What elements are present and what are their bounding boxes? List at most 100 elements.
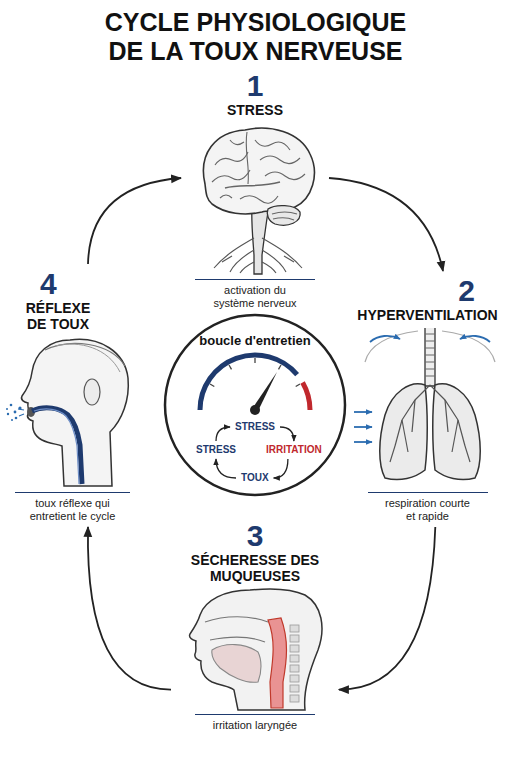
brain-illustration-part-part [230,250,254,272]
throat-illustration-part [212,645,261,683]
gauge-part-part [229,365,232,369]
step-heading: SÉCHERESSE DES MUQUEUSES [185,552,325,584]
brain-illustration-part [214,238,302,273]
lungs-illustration-part [390,385,470,462]
head-illustration-part [84,379,100,405]
head-illustration-part [45,343,125,366]
step-caption: irritation laryngée [195,714,315,732]
lungs-illustration-part-part [402,420,408,452]
lungs-illustration-part-part [354,411,372,413]
lungs-illustration-part [380,384,428,480]
step-caption: activation du système nerveux [195,279,315,310]
brain-illustration-part-part [240,262,254,273]
lungs-illustration-part-part [354,441,372,443]
head-illustration-part-part [14,411,17,414]
lungs-illustration [354,328,495,480]
lungs-illustration-part-part [425,348,435,349]
loop-term: STRESS [233,421,277,433]
brain-illustration-part-part [230,140,244,145]
step-number: 1 [185,70,325,102]
loop-arrow [280,427,294,441]
lungs-illustration-part-part [402,385,430,420]
brain-illustration-part-part [246,132,248,184]
throat-illustration-part-part [210,637,265,642]
lungs-illustration-part-part [458,420,465,446]
brain-illustration-part-part [262,250,286,272]
lungs-illustration-part [433,384,481,480]
throat-illustration [190,589,322,710]
loop-term-text: TOUX [241,472,269,484]
brain-illustration-part-part [260,156,300,164]
step-number: 4 [10,268,140,300]
head-illustration-part [34,409,79,484]
lungs-illustration-part-part [354,426,372,428]
gauge-part-part [254,358,255,363]
lungs-illustration-part-part [465,446,470,462]
throat-illustration-part-part [290,645,299,652]
throat-illustration-part-part [290,695,299,702]
loop-term-text: IRRITATION [266,444,322,456]
loop-arrow [216,459,236,478]
throat-illustration-part-part [290,675,299,682]
lungs-illustration-part [425,334,435,376]
throat-illustration-part-part [290,665,299,672]
diagram-title: CYCLE PHYSIOLOGIQUE DE LA TOUX NERVEUSE [90,8,421,66]
throat-illustration-part-part [205,617,268,622]
step-caption: toux réflexe qui entretient le cycle [15,492,130,523]
lungs-illustration-part-part [442,331,495,362]
step-heading: HYPERVENTILATION [350,307,505,323]
lungs-illustration-part-part [365,331,418,362]
lungs-illustration-part-part [425,369,435,370]
lungs-illustration-part [425,328,435,386]
lungs-illustration-part-part [425,334,435,335]
step-heading: STRESS [185,102,325,118]
loop-term: TOUX [239,472,271,484]
brain-illustration-part-part [240,196,278,203]
lungs-illustration-part-part [425,362,435,363]
cycle-arrow [339,527,435,690]
throat-illustration-part-part [290,655,299,662]
throat-illustration-part [268,618,287,708]
lungs-illustration-part-part [412,400,415,432]
head-illustration-part-part [15,417,18,420]
throat-illustration-part [290,625,299,702]
lungs-illustration-part-part [430,385,458,420]
brain-illustration-part-part [225,182,280,188]
head-illustration-part [6,404,22,421]
throat-illustration-part [205,617,268,642]
lungs-illustration-part-part [390,446,395,462]
step-heading: RÉFLEXE DE TOUX [18,300,98,332]
loop-arrow [216,427,230,441]
loop-term: IRRITATION [264,444,324,456]
head-illustration-part [21,339,128,486]
throat-illustration-part-part [290,635,299,642]
brain-illustration-part-part [220,195,232,198]
stage-group: 2HYPERVENTILATION respiration courte et r… [350,275,505,523]
brain-illustration-part-part [272,212,297,214]
lungs-illustration-part-part [370,336,400,342]
gauge-part [210,358,300,387]
step-number: 3 [175,520,335,552]
brain-illustration-part-part [255,140,290,150]
brain-illustration-part-part [284,256,294,262]
head-illustration-part-part [18,409,24,410]
gauge-part [250,405,260,415]
loop-circle: boucle d'entretienSTRESSIRRITATIONTOUXST… [163,313,347,497]
stage-group: 1STRESS activation du système nerveux [185,70,325,310]
lungs-illustration-part-part [425,376,435,377]
brain-illustration-part-part [212,170,250,182]
lungs-illustration-part-part [460,336,490,342]
gauge-part [200,355,297,410]
gauge [200,355,310,415]
cycle-arrow [329,178,443,271]
head-illustration-part [32,408,82,484]
step-caption: respiration courte et rapide [368,492,488,523]
lungs-illustration-part-part [445,400,448,432]
brain-illustration-part-part [214,238,254,268]
step-number: 2 [350,275,505,307]
lungs-illustration-part [354,336,490,442]
head-illustration-part [18,409,24,416]
lungs-illustration-part-part [395,420,402,446]
loop-term: STRESS [194,444,238,456]
brain-illustration-part-part [273,218,294,220]
